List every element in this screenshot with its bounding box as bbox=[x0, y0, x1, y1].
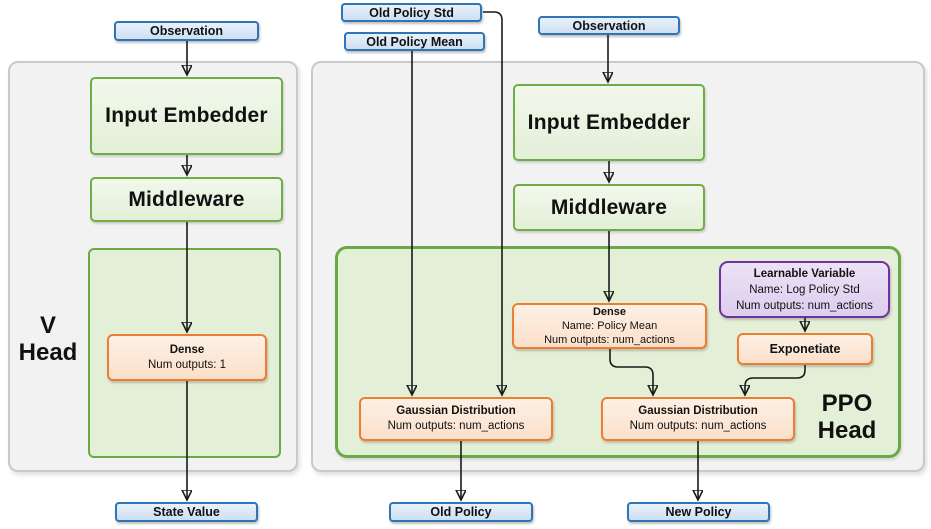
new-policy-label: New Policy bbox=[665, 505, 732, 519]
gaussian-new-outputs: Num outputs: num_actions bbox=[629, 420, 767, 432]
gaussian-distribution-node-new: Gaussian Distribution Num outputs: num_a… bbox=[601, 397, 795, 441]
middleware-label-ppo: Middleware bbox=[550, 195, 668, 219]
observation-label-v: Observation bbox=[150, 24, 223, 38]
learnable-variable-node: Learnable Variable Name: Log Policy Std … bbox=[719, 261, 890, 318]
dense-outputs-ppo: Num outputs: num_actions bbox=[544, 334, 675, 346]
old-policy-label: Old Policy bbox=[430, 505, 492, 519]
ppo-head-label-line1: PPO bbox=[821, 390, 873, 417]
new-policy-node: New Policy bbox=[627, 502, 770, 522]
dense-title-ppo: Dense bbox=[592, 306, 627, 318]
old-policy-std-node: Old Policy Std bbox=[341, 3, 482, 22]
gaussian-new-title: Gaussian Distribution bbox=[638, 405, 758, 417]
input-embedder-node-v: Input Embedder bbox=[90, 77, 283, 155]
input-embedder-node-ppo: Input Embedder bbox=[513, 84, 705, 161]
middleware-label-v: Middleware bbox=[128, 187, 245, 211]
input-embedder-label-ppo: Input Embedder bbox=[527, 110, 691, 134]
observation-label-ppo: Observation bbox=[572, 18, 646, 33]
learnable-variable-outputs: Num outputs: num_actions bbox=[736, 299, 873, 312]
dense-title-v: Dense bbox=[169, 343, 205, 356]
observation-node-v: Observation bbox=[114, 21, 259, 41]
gaussian-old-title: Gaussian Distribution bbox=[396, 405, 516, 417]
dense-node-v: Dense Num outputs: 1 bbox=[107, 334, 267, 381]
middleware-node-ppo: Middleware bbox=[513, 184, 705, 231]
input-embedder-label-v: Input Embedder bbox=[105, 104, 268, 127]
dense-name-ppo: Name: Policy Mean bbox=[561, 320, 658, 332]
ppo-head-label: PPO Head bbox=[800, 389, 894, 445]
middleware-node-v: Middleware bbox=[90, 177, 283, 222]
v-head-label: V Head bbox=[6, 311, 90, 367]
exponetiate-label: Exponetiate bbox=[769, 341, 841, 356]
gaussian-old-outputs: Num outputs: num_actions bbox=[387, 420, 525, 432]
dense-node-ppo: Dense Name: Policy Mean Num outputs: num… bbox=[512, 303, 707, 349]
old-policy-node: Old Policy bbox=[389, 502, 533, 522]
dense-outputs-v: Num outputs: 1 bbox=[148, 358, 226, 371]
state-value-node: State Value bbox=[115, 502, 258, 522]
old-policy-std-label: Old Policy Std bbox=[369, 5, 454, 20]
old-policy-mean-label: Old Policy Mean bbox=[366, 34, 463, 49]
learnable-variable-title: Learnable Variable bbox=[753, 267, 856, 280]
gaussian-distribution-node-old: Gaussian Distribution Num outputs: num_a… bbox=[359, 397, 553, 441]
observation-node-ppo: Observation bbox=[538, 16, 680, 35]
exponetiate-node: Exponetiate bbox=[737, 333, 873, 365]
v-head-label-line1: V bbox=[39, 312, 56, 339]
state-value-label: State Value bbox=[153, 505, 220, 519]
v-head-label-line2: Head bbox=[18, 339, 78, 366]
ppo-head-label-line2: Head bbox=[817, 417, 877, 444]
learnable-variable-name: Name: Log Policy Std bbox=[749, 283, 860, 296]
old-policy-mean-node: Old Policy Mean bbox=[344, 32, 485, 51]
